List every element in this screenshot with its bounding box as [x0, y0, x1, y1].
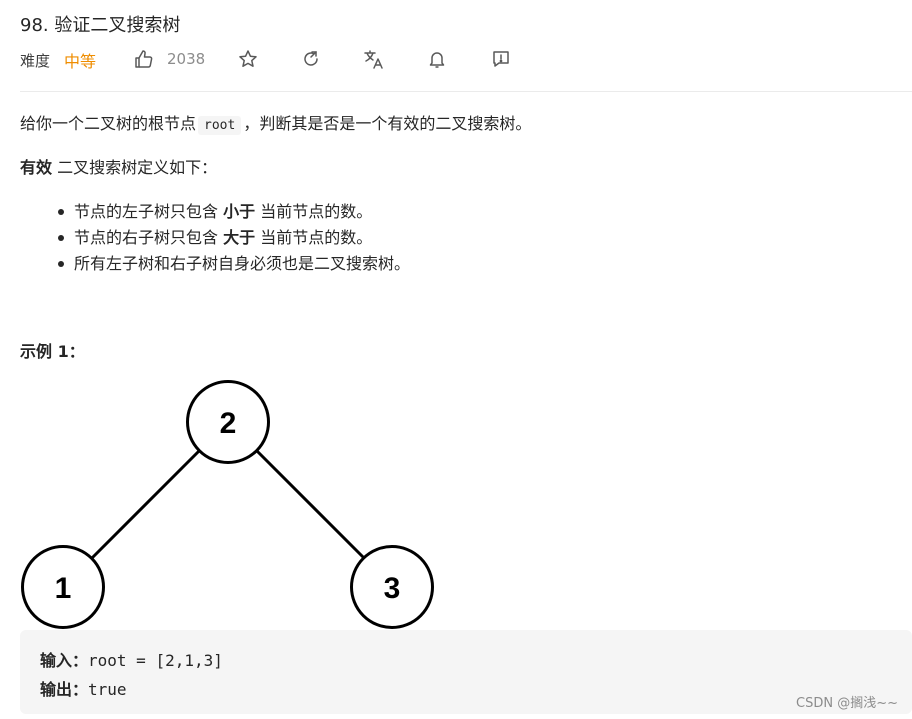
translate-icon: [364, 50, 383, 69]
definition-list: 节点的左子树只包含 小于 当前节点的数。 节点的右子树只包含 大于 当前节点的数…: [20, 199, 410, 277]
list-item-bold: 大于: [223, 228, 256, 247]
tree-node-right-label: 3: [384, 572, 401, 605]
subscribe-button[interactable]: [425, 47, 449, 71]
list-item-text: 节点的左子树只包含: [74, 202, 224, 221]
feedback-button[interactable]: [489, 47, 513, 71]
bell-icon: [429, 52, 445, 68]
intro-text: 给你一个二叉树的根节点: [20, 114, 197, 133]
difficulty-label: 难度: [20, 51, 51, 70]
difficulty-row: 难度 中等: [20, 48, 96, 72]
header-divider: [20, 91, 912, 92]
feedback-icon: [493, 51, 509, 67]
like-button[interactable]: [132, 47, 156, 71]
input-label: 输入：: [40, 651, 89, 670]
tree-node-root: [186, 380, 270, 464]
list-item: 所有左子树和右子树自身必须也是二叉搜索树。: [20, 251, 410, 277]
watermark: CSDN @搁浅~~: [796, 696, 898, 711]
example-code-block: 输入：root = [2,1,3] 输出：true: [20, 630, 912, 714]
list-item: 节点的左子树只包含 小于 当前节点的数。: [20, 199, 410, 225]
star-icon: [239, 50, 257, 67]
example-tree-diagram: 2 1 3: [21, 380, 434, 629]
tree-node-left-label: 1: [55, 572, 72, 605]
list-item: 节点的右子树只包含 大于 当前节点的数。: [20, 225, 410, 251]
list-item-text: 当前节点的数。: [255, 202, 373, 221]
inline-code-root: root: [198, 116, 242, 135]
tree-edge-left: [90, 448, 202, 560]
input-line: 输入：root = [2,1,3]: [40, 647, 223, 671]
definition-line: 有效 二叉搜索树定义如下：: [20, 156, 217, 180]
favorite-button[interactable]: [236, 47, 260, 71]
thumbs-up-icon: [135, 50, 153, 68]
output-label: 输出：: [40, 680, 89, 699]
problem-title: 98. 验证二叉搜索树: [20, 15, 181, 36]
difficulty-badge: 中等: [64, 52, 97, 71]
output-line: 输出：true: [40, 676, 127, 700]
tree-node-right: [350, 545, 434, 629]
list-item-text: 节点的右子树只包含: [74, 228, 224, 247]
likes-count: 2038: [167, 50, 206, 68]
tree-node-root-label: 2: [220, 407, 237, 440]
list-item-bold: 小于: [223, 202, 256, 221]
share-icon: [304, 51, 318, 66]
example-title: 示例 1：: [20, 342, 85, 361]
definition-text: 二叉搜索树定义如下：: [52, 158, 218, 177]
intro-text-rest: ，判断其是否是一个有效的二叉搜索树。: [243, 114, 532, 133]
tree-edge-right: [254, 448, 366, 560]
tree-node-left: [21, 545, 105, 629]
share-button[interactable]: [299, 47, 323, 71]
list-item-text: 所有左子树和右子树自身必须也是二叉搜索树。: [74, 254, 411, 273]
translate-button[interactable]: [362, 47, 386, 71]
definition-bold: 有效: [20, 158, 53, 177]
list-item-text: 当前节点的数。: [255, 228, 373, 247]
output-value: true: [88, 680, 127, 699]
input-value: root = [2,1,3]: [88, 651, 223, 670]
